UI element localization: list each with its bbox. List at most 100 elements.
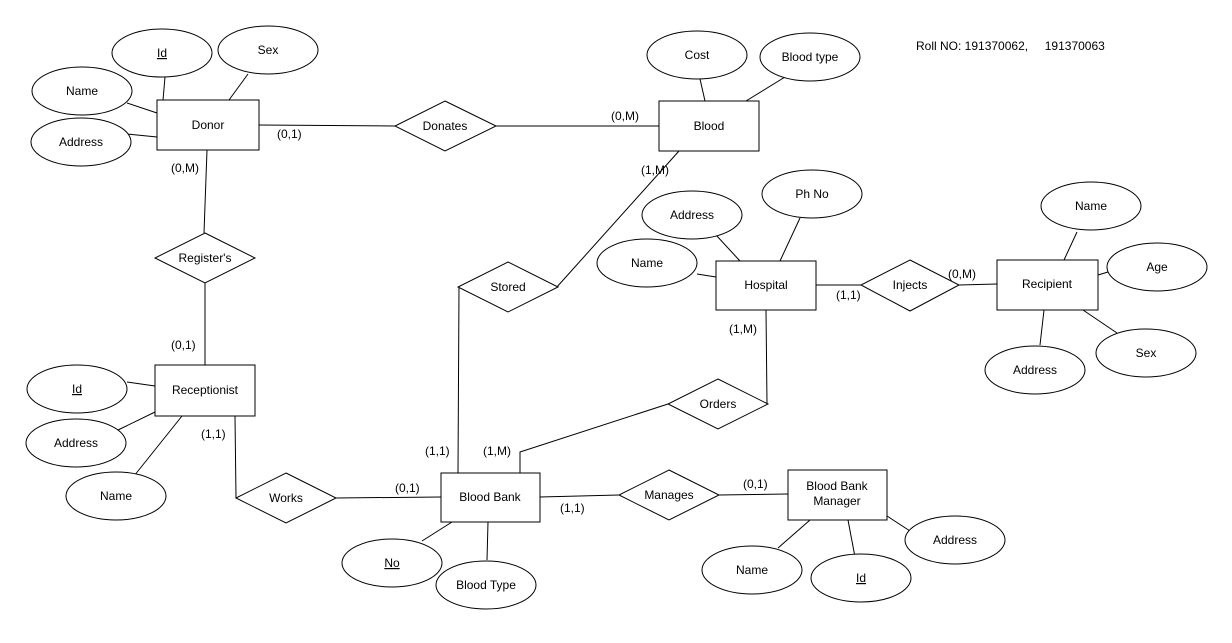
attribute-hospital-address-label: Address xyxy=(670,208,714,222)
relationship-works-label: Works xyxy=(269,491,303,505)
relationship-manages[interactable]: Manages xyxy=(617,469,721,521)
cardinality-receptionist-registers: (0,1) xyxy=(171,338,196,352)
attribute-hospital-name-label: Name xyxy=(631,256,663,270)
line-manager-address xyxy=(886,515,911,532)
cardinality-receptionist-works: (1,1) xyxy=(201,427,226,441)
cardinality-bank-works: (0,1) xyxy=(395,481,420,495)
line-manager-name xyxy=(777,519,811,549)
entity-blood-bank-manager-label-line1: Blood Bank xyxy=(806,479,868,493)
line-bank-manages xyxy=(539,494,620,498)
attribute-bank-blood-type-label: Blood Type xyxy=(456,578,516,592)
attribute-manager-address[interactable]: Address xyxy=(904,515,1006,565)
attribute-donor-name[interactable]: Name xyxy=(31,66,133,116)
roll-number-note: Roll NO: 191370062, 191370063 xyxy=(916,39,1105,53)
line-hospital-phno xyxy=(779,217,801,262)
attribute-hospital-name[interactable]: Name xyxy=(596,238,698,288)
line-donor-registers xyxy=(203,149,208,234)
line-donor-address xyxy=(126,133,158,138)
relationship-registers[interactable]: Register's xyxy=(153,232,257,284)
attribute-recipient-name-label: Name xyxy=(1075,199,1107,213)
attribute-hospital-phno[interactable]: Ph No xyxy=(761,169,863,219)
attribute-bank-blood-type[interactable]: Blood Type xyxy=(435,560,537,610)
attribute-receptionist-id-label: Id xyxy=(72,382,82,396)
line-recipient-sex xyxy=(1082,309,1118,334)
entity-donor-label: Donor xyxy=(192,118,225,132)
relationship-donates[interactable]: Donates xyxy=(393,100,498,152)
relationship-orders-label: Orders xyxy=(700,397,737,411)
cardinality-manager-manages: (0,1) xyxy=(743,477,768,491)
entity-hospital[interactable]: Hospital xyxy=(715,260,817,311)
entity-recipient-label: Recipient xyxy=(1022,277,1073,291)
attribute-donor-address-label: Address xyxy=(59,135,103,149)
attribute-receptionist-id[interactable]: Id xyxy=(26,364,128,414)
line-donor-sex xyxy=(228,73,249,101)
cardinality-hospital-injects: (1,1) xyxy=(836,288,861,302)
attribute-blood-cost[interactable]: Cost xyxy=(646,30,748,80)
attribute-donor-name-label: Name xyxy=(66,84,98,98)
entity-donor[interactable]: Donor xyxy=(156,99,260,151)
entity-blood-bank-label: Blood Bank xyxy=(459,490,521,504)
entity-receptionist[interactable]: Receptionist xyxy=(154,364,256,417)
line-hospital-name xyxy=(696,273,717,278)
attribute-blood-type[interactable]: Blood type xyxy=(759,32,861,82)
cardinality-blood-stored: (1,M) xyxy=(641,163,669,177)
line-hospital-orders xyxy=(765,309,768,405)
relationship-orders[interactable]: Orders xyxy=(666,378,770,430)
attribute-manager-address-label: Address xyxy=(933,533,977,547)
attribute-bank-no[interactable]: No xyxy=(341,538,443,588)
line-recipient-name xyxy=(1063,231,1078,261)
attribute-receptionist-name-label: Name xyxy=(100,489,132,503)
line-receptionist-id xyxy=(126,381,156,387)
line-hospital-address xyxy=(715,234,741,262)
line-blood-cost xyxy=(699,78,706,102)
attribute-recipient-age[interactable]: Age xyxy=(1106,242,1208,292)
attribute-hospital-address[interactable]: Address xyxy=(641,190,743,240)
attribute-hospital-phno-label: Ph No xyxy=(795,187,829,201)
attribute-receptionist-address[interactable]: Address xyxy=(25,418,127,468)
attribute-recipient-address[interactable]: Address xyxy=(984,345,1086,395)
attribute-recipient-sex[interactable]: Sex xyxy=(1095,328,1197,378)
relationship-donates-label: Donates xyxy=(423,119,468,133)
relationship-stored[interactable]: Stored xyxy=(456,261,560,313)
line-recipient-age xyxy=(1097,271,1109,276)
relationship-injects[interactable]: Injects xyxy=(859,259,961,312)
line-blood-stored xyxy=(555,150,680,289)
line-bank-no xyxy=(421,521,453,542)
line-manages-manager xyxy=(718,493,789,496)
line-manager-id xyxy=(847,519,856,558)
cardinality-donor-donates: (0,1) xyxy=(277,127,302,141)
line-recipient-address xyxy=(1039,309,1045,346)
entity-blood[interactable]: Blood xyxy=(658,100,760,152)
cardinality-hospital-orders: (1,M) xyxy=(729,322,757,336)
attribute-donor-address[interactable]: Address xyxy=(30,117,132,167)
line-receptionist-works xyxy=(234,415,237,499)
cardinality-bank-orders: (1,M) xyxy=(483,444,511,458)
attribute-manager-name[interactable]: Name xyxy=(701,545,803,595)
entity-hospital-label: Hospital xyxy=(744,278,787,292)
attribute-receptionist-name[interactable]: Name xyxy=(65,471,167,521)
entity-blood-bank[interactable]: Blood Bank xyxy=(440,472,541,523)
line-receptionist-name xyxy=(133,415,183,477)
attribute-donor-id[interactable]: Id xyxy=(111,28,213,78)
entity-receptionist-label: Receptionist xyxy=(172,383,239,397)
attribute-donor-sex[interactable]: Sex xyxy=(217,25,319,75)
attribute-donor-sex-label: Sex xyxy=(258,43,279,57)
relationship-injects-label: Injects xyxy=(893,278,928,292)
attribute-manager-id-label: Id xyxy=(856,571,866,585)
attribute-bank-no-label: No xyxy=(384,556,400,570)
cardinality-bank-stored: (1,1) xyxy=(425,444,450,458)
attribute-manager-name-label: Name xyxy=(736,563,768,577)
entity-recipient[interactable]: Recipient xyxy=(996,259,1099,311)
relationship-works[interactable]: Works xyxy=(234,472,338,524)
attribute-manager-id[interactable]: Id xyxy=(810,553,912,603)
attribute-recipient-age-label: Age xyxy=(1146,260,1168,274)
attribute-receptionist-address-label: Address xyxy=(54,436,98,450)
cardinality-blood-donates: (0,M) xyxy=(611,109,639,123)
entity-blood-bank-manager[interactable]: Blood Bank Manager xyxy=(787,469,888,521)
cardinality-recipient-injects: (0,M) xyxy=(948,267,976,281)
line-blood-type xyxy=(745,76,786,102)
line-donor-id xyxy=(162,76,166,101)
attribute-recipient-name[interactable]: Name xyxy=(1040,181,1142,231)
attribute-blood-type-label: Blood type xyxy=(782,50,839,64)
